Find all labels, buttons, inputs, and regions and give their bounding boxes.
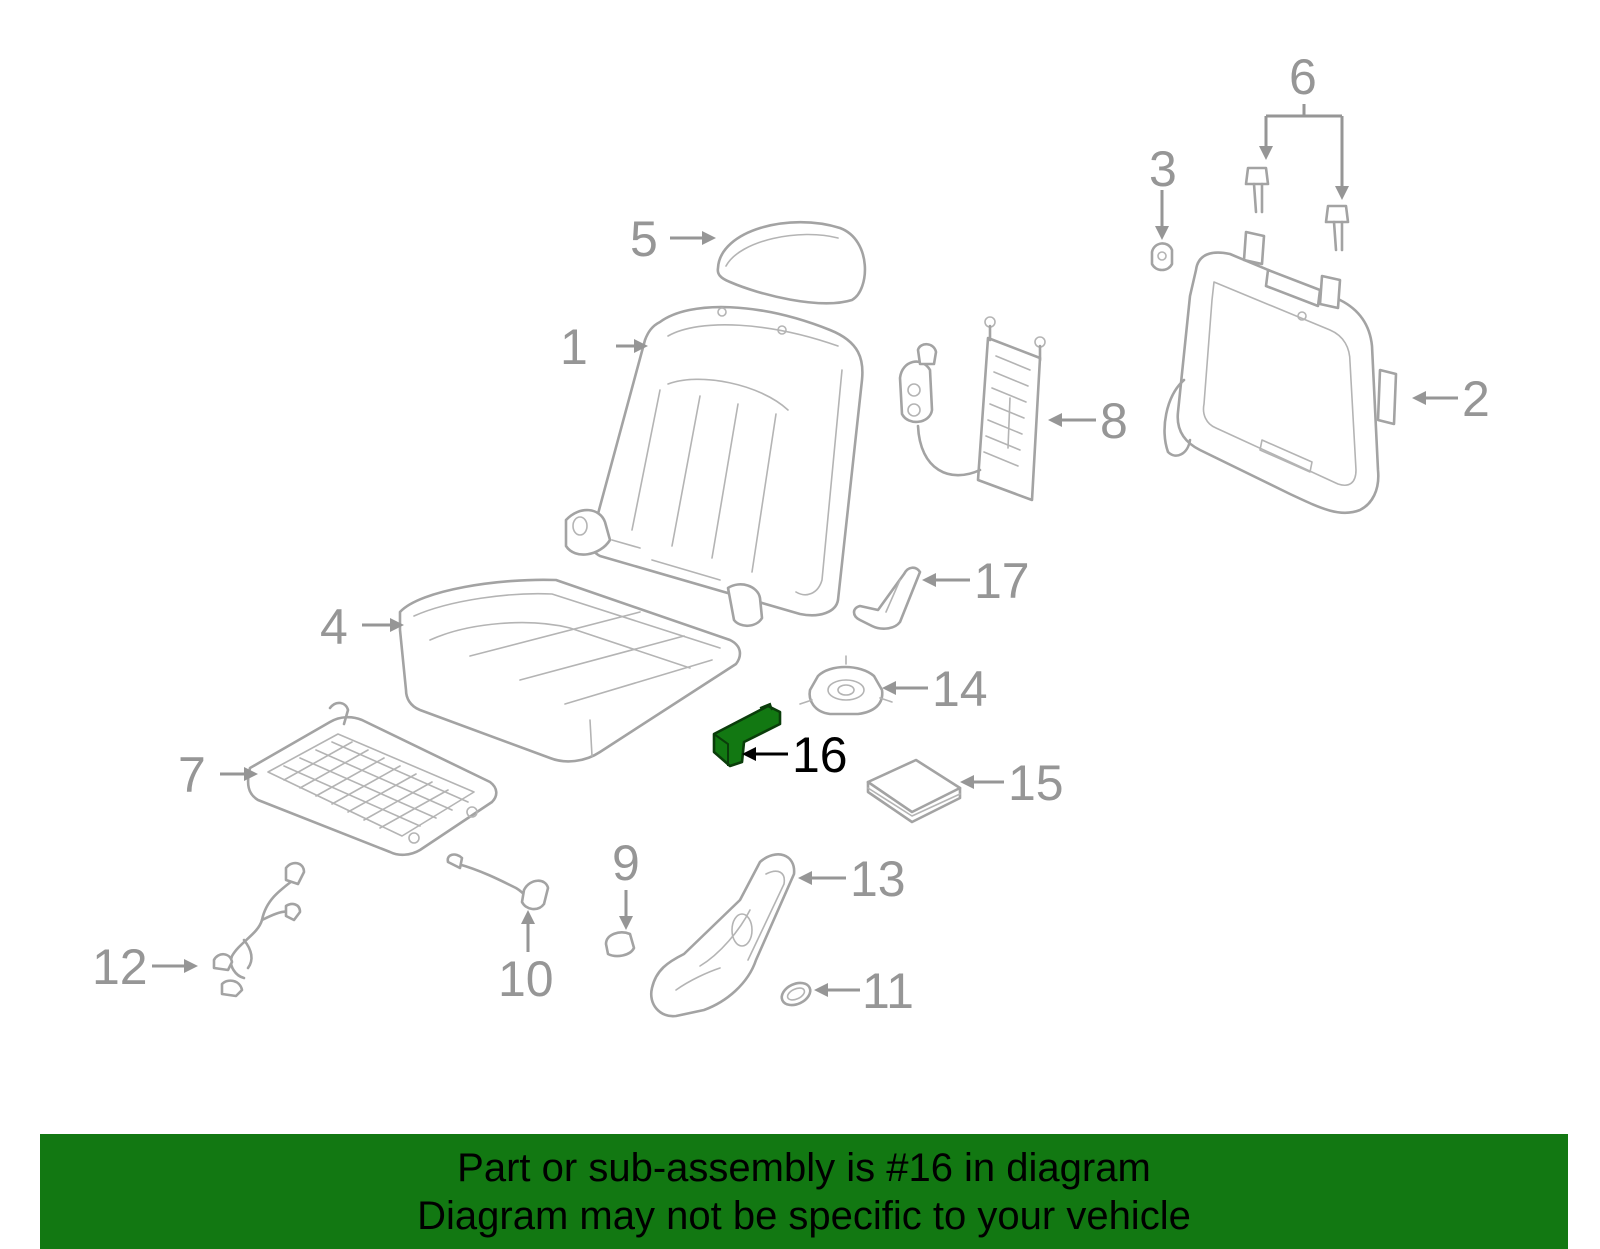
part-17-lever[interactable] (852, 566, 922, 630)
arrowhead-16 (742, 747, 756, 761)
arrowhead-13 (798, 871, 812, 885)
callout-16[interactable]: 16 (792, 727, 848, 783)
part-3-clip[interactable] (1150, 242, 1174, 272)
leader-lines (152, 104, 1458, 997)
callout-15[interactable]: 15 (1008, 755, 1064, 811)
callout-5[interactable]: 5 (630, 211, 658, 267)
part-1-seat-back[interactable] (564, 305, 864, 628)
part-14-recliner[interactable] (799, 655, 893, 716)
callout-14[interactable]: 14 (932, 661, 988, 717)
callout-10[interactable]: 10 (498, 951, 554, 1007)
callout-13[interactable]: 13 (850, 851, 906, 907)
arrowhead-6a (1259, 146, 1273, 160)
callout-labels: 1 2 3 4 5 6 7 8 9 10 11 12 13 14 15 16 1… (92, 49, 1490, 1019)
arrowhead-14 (882, 681, 896, 695)
callout-9[interactable]: 9 (612, 835, 640, 891)
arrowhead-9 (619, 916, 633, 930)
arrowhead-15 (960, 775, 974, 789)
arrowhead-3 (1155, 226, 1169, 240)
part-4-seat-cushion[interactable] (398, 578, 742, 763)
part-5-headrest[interactable] (716, 220, 867, 305)
part-15-pad[interactable] (866, 758, 962, 824)
part-2-seat-back-frame[interactable] (1163, 230, 1398, 515)
part-10-wire-harness[interactable] (446, 853, 550, 911)
arrowhead-10 (521, 910, 535, 924)
arrowhead-5 (702, 231, 716, 245)
arrowhead-7 (244, 767, 258, 781)
banner-line-part: Part or sub-assembly is #16 in diagram (457, 1146, 1151, 1190)
callout-6[interactable]: 6 (1289, 49, 1317, 105)
part-6-headrest-guides[interactable] (1244, 166, 1350, 252)
arrowhead-11 (814, 983, 828, 997)
arrowhead-12 (184, 959, 198, 973)
part-13-side-shield[interactable] (649, 853, 796, 1018)
banner-line-disclaimer: Diagram may not be specific to your vehi… (417, 1194, 1191, 1238)
callout-2[interactable]: 2 (1462, 371, 1490, 427)
callout-17[interactable]: 17 (974, 553, 1030, 609)
part-12-wire-harness[interactable] (212, 861, 306, 998)
callout-11[interactable]: 11 (862, 963, 914, 1019)
part-8-lumbar-support[interactable] (898, 316, 1046, 502)
callout-7[interactable]: 7 (178, 747, 206, 803)
part-7-cushion-frame[interactable] (246, 701, 498, 857)
callout-3[interactable]: 3 (1149, 141, 1177, 197)
callout-8[interactable]: 8 (1100, 393, 1128, 449)
part-11-knob[interactable] (778, 979, 814, 1010)
leader-6 (1264, 104, 1344, 188)
callout-4[interactable]: 4 (320, 599, 348, 655)
part-16-bracket[interactable] (712, 702, 782, 768)
arrowhead-6b (1335, 186, 1349, 200)
arrowhead-4 (390, 618, 404, 632)
info-banner: Part or sub-assembly is #16 in diagram D… (40, 1134, 1568, 1249)
callout-12[interactable]: 12 (92, 939, 148, 995)
arrowhead-2 (1412, 391, 1426, 405)
part-9-cap[interactable] (604, 931, 636, 958)
arrowhead-8 (1048, 413, 1062, 427)
arrowhead-1 (634, 339, 648, 353)
callout-1[interactable]: 1 (560, 319, 588, 375)
arrowhead-17 (922, 573, 936, 587)
